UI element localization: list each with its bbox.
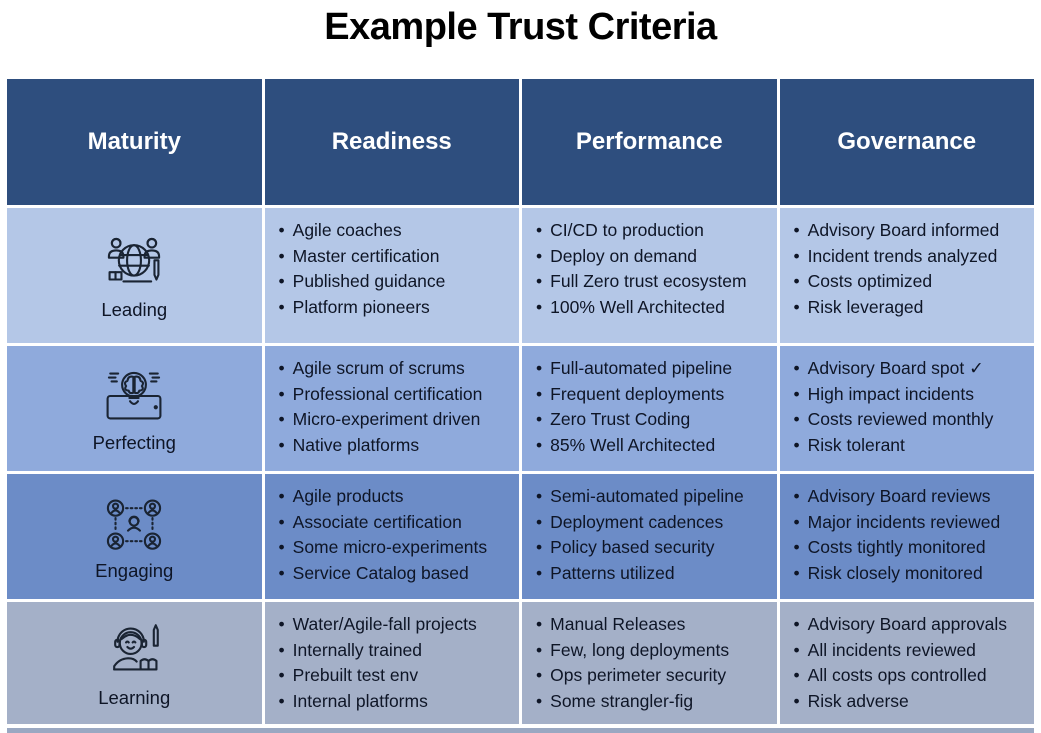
globe-team-icon <box>96 230 172 296</box>
bullet-item: Professional certification <box>279 382 516 408</box>
readiness-cell: Agile coachesMaster certificationPublish… <box>264 208 520 343</box>
bullet-item: Internal platforms <box>279 689 516 715</box>
bullet-item: Deployment cadences <box>536 510 773 536</box>
bullet-item: Costs optimized <box>794 269 1031 295</box>
bullet-item: Patterns utilized <box>536 561 773 587</box>
next-slide-edge <box>7 728 1034 733</box>
bullet-item: Associate certification <box>279 510 516 536</box>
bullet-list: CI/CD to productionDeploy on demandFull … <box>522 218 777 320</box>
idea-brain-icon <box>96 363 172 429</box>
performance-cell: CI/CD to productionDeploy on demandFull … <box>522 208 777 343</box>
bullet-item: Costs reviewed monthly <box>794 407 1031 433</box>
bullet-item: All costs ops controlled <box>794 663 1031 689</box>
bullet-item: Deploy on demand <box>536 244 773 270</box>
maturity-cell: Learning <box>7 602 262 724</box>
maturity-cell: Leading <box>7 208 262 343</box>
bullet-list: Manual ReleasesFew, long deploymentsOps … <box>522 612 777 714</box>
bullet-list: Water/Agile-fall projectsInternally trai… <box>265 612 520 714</box>
people-network-icon <box>96 491 172 557</box>
bullet-item: Prebuilt test env <box>279 663 516 689</box>
governance-cell: Advisory Board informedIncident trends a… <box>779 208 1035 343</box>
bullet-item: Some strangler-fig <box>536 689 773 715</box>
bullet-item: Few, long deployments <box>536 638 773 664</box>
bullet-list: Agile productsAssociate certificationSom… <box>265 484 520 586</box>
bullet-item: Internally trained <box>279 638 516 664</box>
readiness-cell: Water/Agile-fall projectsInternally trai… <box>264 602 520 724</box>
bullet-item: CI/CD to production <box>536 218 773 244</box>
bullet-item: Agile products <box>279 484 516 510</box>
student-headset-icon <box>96 618 172 684</box>
readiness-cell: Agile productsAssociate certificationSom… <box>264 474 520 599</box>
bullet-list: Full-automated pipelineFrequent deployme… <box>522 356 777 458</box>
bullet-item: Ops perimeter security <box>536 663 773 689</box>
maturity-cell: Engaging <box>7 474 262 599</box>
bullet-list: Semi-automated pipelineDeployment cadenc… <box>522 484 777 586</box>
performance-cell: Full-automated pipelineFrequent deployme… <box>522 346 777 471</box>
bullet-list: Advisory Board informedIncident trends a… <box>780 218 1035 320</box>
bullet-item: 85% Well Architected <box>536 433 773 459</box>
bullet-item: Full Zero trust ecosystem <box>536 269 773 295</box>
bullet-item: Manual Releases <box>536 612 773 638</box>
maturity-label: Learning <box>98 686 171 708</box>
maturity-label: Leading <box>101 299 168 320</box>
bullet-list: Advisory Board spot ✓High impact inciden… <box>780 356 1035 458</box>
bullet-item: Advisory Board informed <box>794 218 1031 244</box>
page-title: Example Trust Criteria <box>324 6 717 48</box>
bullet-item: Full-automated pipeline <box>536 356 773 382</box>
bullet-list: Advisory Board approvalsAll incidents re… <box>780 612 1035 714</box>
bullet-item: Micro-experiment driven <box>279 407 516 433</box>
bullet-item: Agile scrum of scrums <box>279 356 516 382</box>
bullet-list: Advisory Board reviewsMajor incidents re… <box>780 484 1035 586</box>
bullet-item: Service Catalog based <box>279 561 516 587</box>
maturity-label: Perfecting <box>92 432 176 453</box>
bullet-item: All incidents reviewed <box>794 638 1031 664</box>
bullet-item: Master certification <box>279 244 516 270</box>
governance-cell: Advisory Board reviewsMajor incidents re… <box>779 474 1035 599</box>
maturity-cell: Perfecting <box>7 346 262 471</box>
bullet-item: Risk leveraged <box>794 295 1031 321</box>
bullet-item: Zero Trust Coding <box>536 407 773 433</box>
bullet-list: Agile scrum of scrumsProfessional certif… <box>265 356 520 458</box>
bullet-item: Advisory Board reviews <box>794 484 1031 510</box>
bullet-item: Incident trends analyzed <box>794 244 1031 270</box>
bullet-item: Advisory Board spot ✓ <box>794 356 1031 382</box>
bullet-item: Risk adverse <box>794 689 1031 715</box>
bullet-item: Frequent deployments <box>536 382 773 408</box>
bullet-item: Published guidance <box>279 269 516 295</box>
bullet-item: Risk closely monitored <box>794 561 1031 587</box>
bullet-item: Policy based security <box>536 535 773 561</box>
bullet-item: Advisory Board approvals <box>794 612 1031 638</box>
performance-cell: Semi-automated pipelineDeployment cadenc… <box>522 474 777 599</box>
bullet-item: Risk tolerant <box>794 433 1031 459</box>
governance-cell: Advisory Board approvalsAll incidents re… <box>779 602 1035 724</box>
performance-cell: Manual ReleasesFew, long deploymentsOps … <box>522 602 777 724</box>
governance-cell: Advisory Board spot ✓High impact inciden… <box>779 346 1035 471</box>
column-header: Performance <box>522 79 777 205</box>
maturity-label: Engaging <box>95 560 174 581</box>
bullet-item: Native platforms <box>279 433 516 459</box>
bullet-item: Agile coaches <box>279 218 516 244</box>
bullet-item: Semi-automated pipeline <box>536 484 773 510</box>
bullet-item: Water/Agile-fall projects <box>279 612 516 638</box>
bullet-item: Some micro-experiments <box>279 535 516 561</box>
readiness-cell: Agile scrum of scrumsProfessional certif… <box>264 346 520 471</box>
column-header: Maturity <box>7 79 262 205</box>
bullet-item: Platform pioneers <box>279 295 516 321</box>
bullet-item: Costs tightly monitored <box>794 535 1031 561</box>
bullet-list: Agile coachesMaster certificationPublish… <box>265 218 520 320</box>
bullet-item: 100% Well Architected <box>536 295 773 321</box>
bullet-item: Major incidents reviewed <box>794 510 1031 536</box>
column-header: Governance <box>779 79 1034 205</box>
column-header: Readiness <box>264 79 519 205</box>
bullet-item: High impact incidents <box>794 382 1031 408</box>
